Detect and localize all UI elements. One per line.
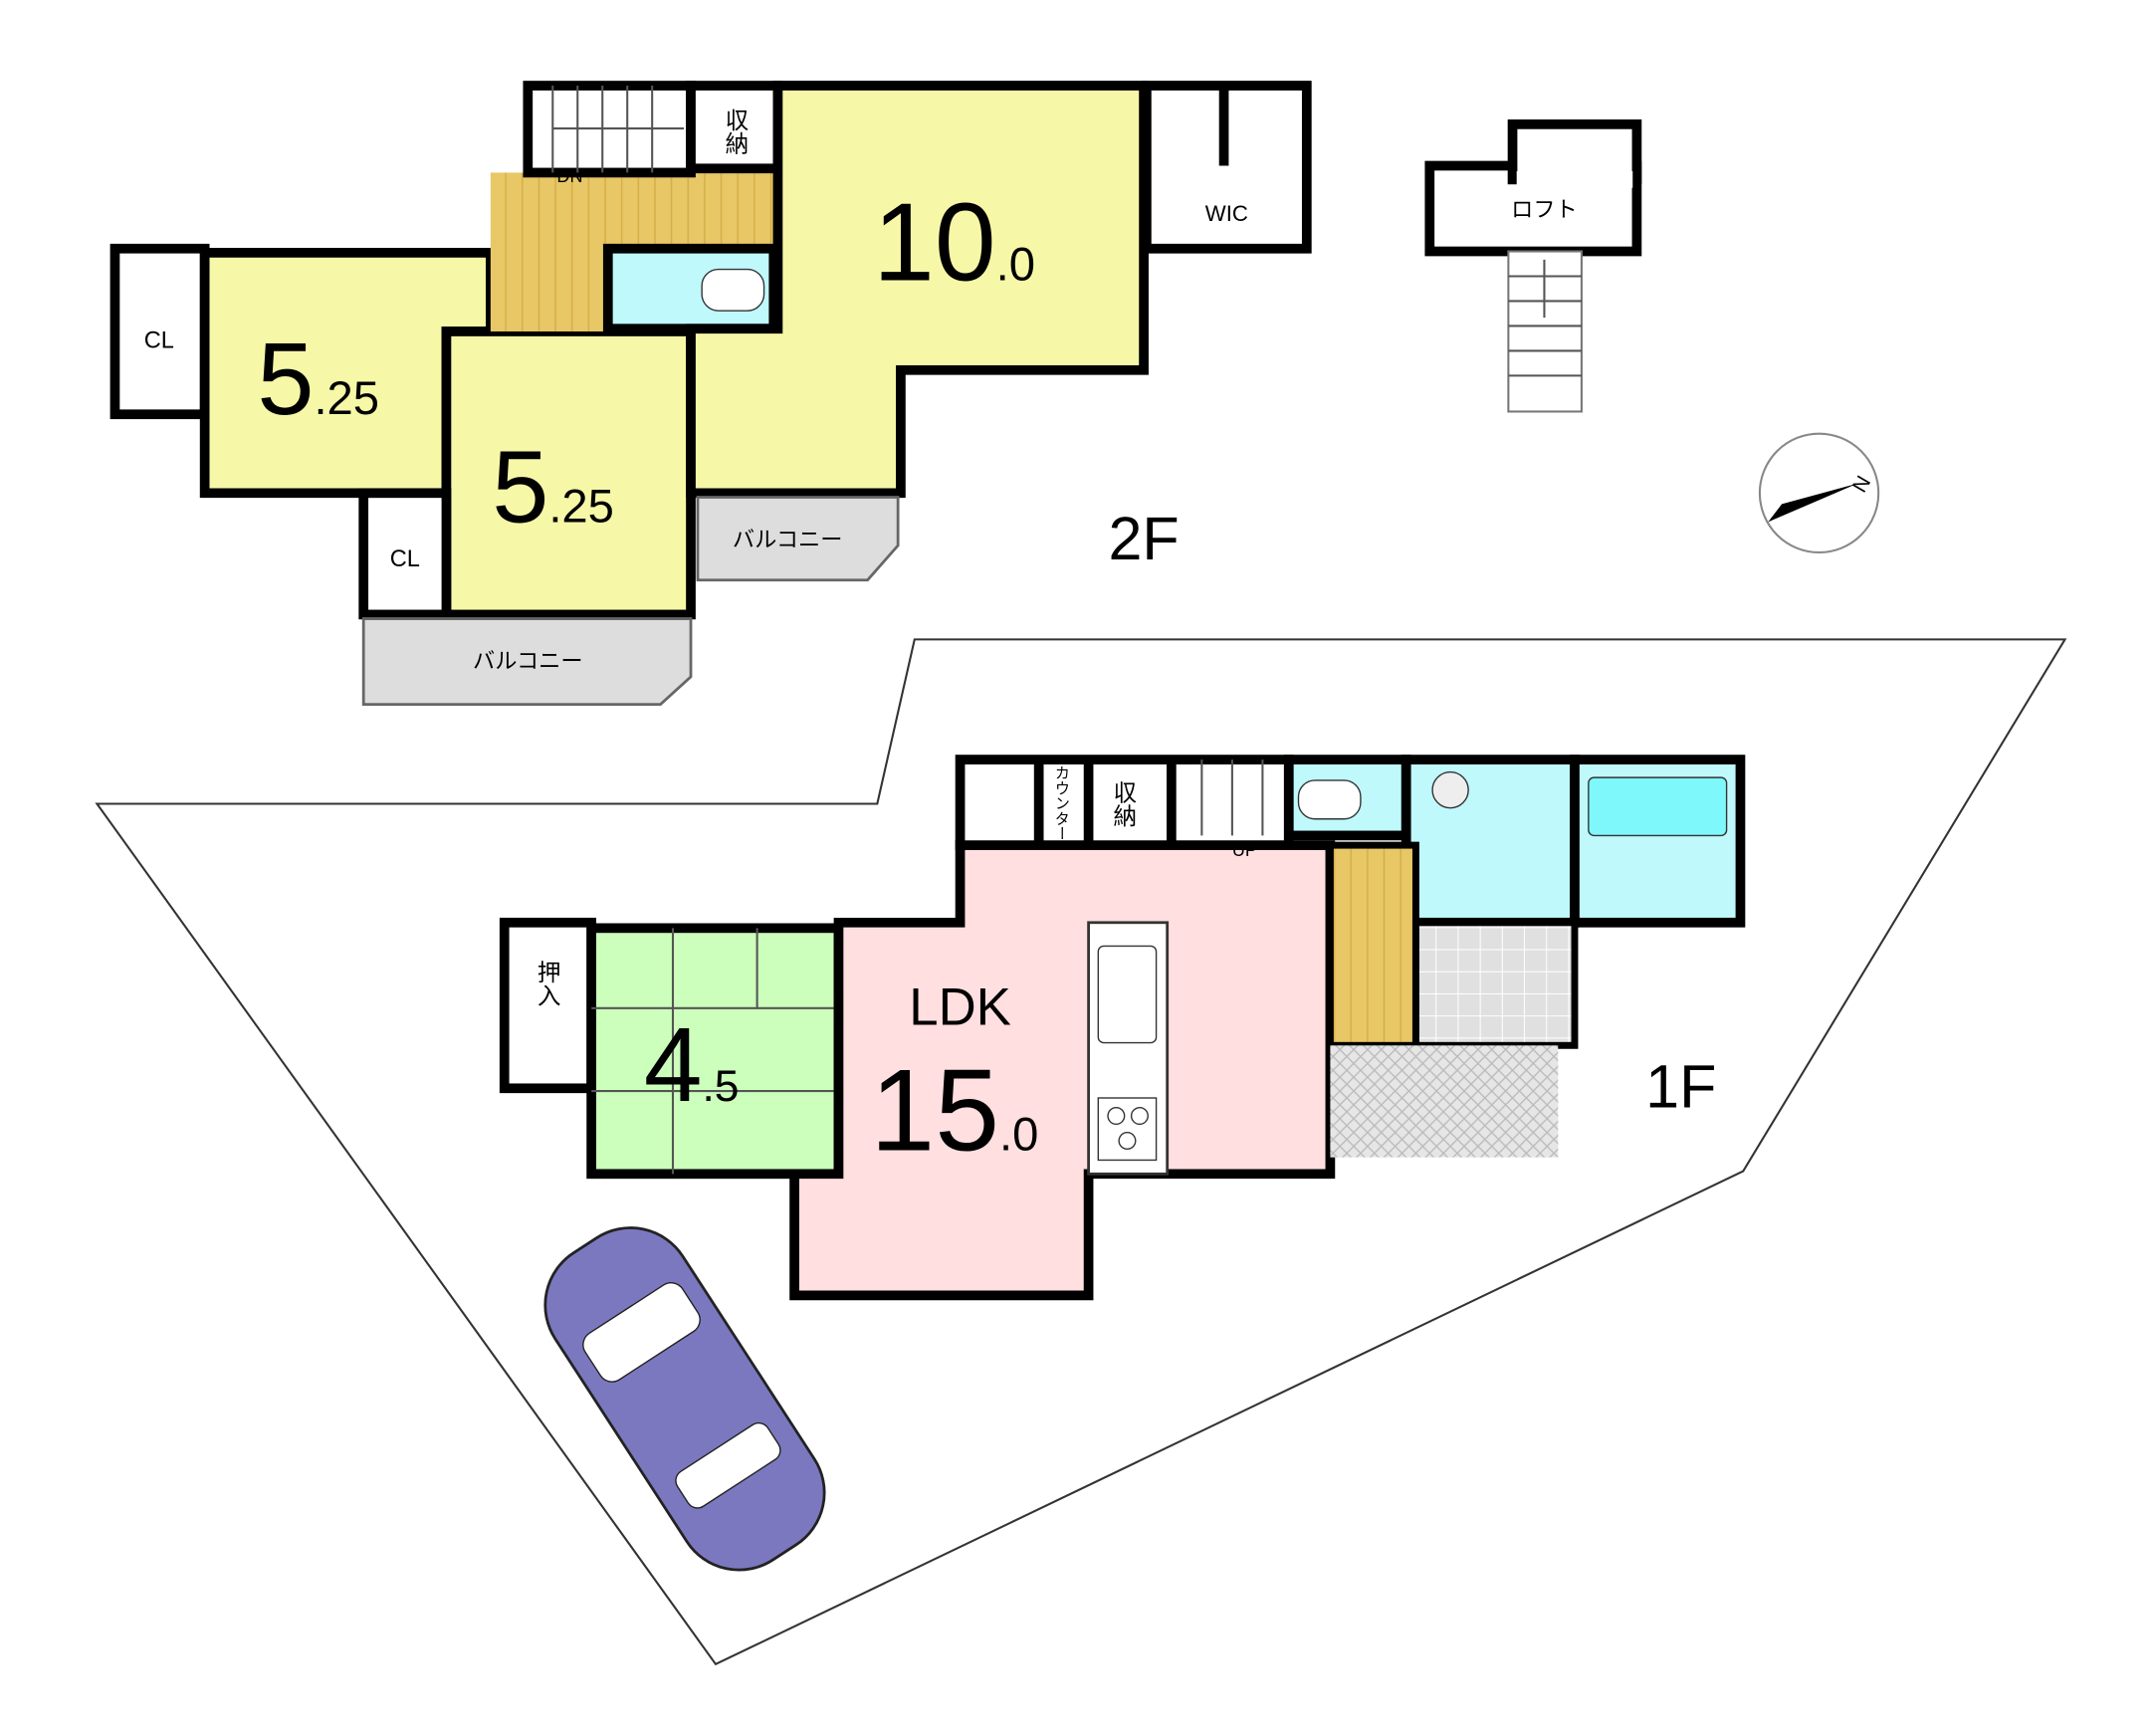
loft-label: ロフト	[1511, 197, 1578, 222]
closet-south	[358, 488, 452, 620]
floor-1: 押入 カウンター 収納 UP LDK 15.0 4.5 1F	[499, 755, 1746, 1301]
stove-icon	[1097, 1097, 1158, 1162]
balcony-1-label: バルコニー	[473, 649, 583, 674]
balcony-east	[696, 496, 900, 582]
toilet-bowl-icon	[701, 268, 765, 312]
compass-icon: N	[1758, 432, 1880, 554]
oshiire-label: 押入	[535, 960, 561, 1006]
master-size: 10.0	[873, 181, 1035, 305]
bedroom-south-size: 5.25	[492, 429, 614, 543]
floor-2-label: 2F	[1108, 505, 1179, 572]
balcony-2-label: バルコニー	[733, 527, 843, 551]
stairs-dn-label: DN	[556, 166, 582, 186]
bedroom-west-size: 5.25	[257, 322, 379, 436]
washitsu	[586, 923, 844, 1180]
closet-west	[109, 243, 210, 420]
car-icon	[543, 1226, 826, 1572]
closet-west-label: CL	[144, 327, 174, 353]
sink-icon	[1097, 945, 1158, 1044]
size-int: 5	[257, 322, 314, 436]
floor-1-label: 1F	[1645, 1053, 1716, 1121]
counter-label: カウンター	[1052, 765, 1069, 841]
size-int: 5	[492, 429, 548, 543]
stairs-up-label: UP	[1232, 840, 1257, 860]
hallway-1f	[1326, 841, 1419, 1049]
size-dec: .25	[314, 371, 379, 424]
washitsu-size: 4.5	[644, 1007, 740, 1124]
washbasin-icon	[1431, 770, 1469, 809]
bedroom-south	[441, 326, 696, 620]
balcony-south	[361, 617, 693, 706]
size-dec: .0	[996, 238, 1035, 291]
porch	[1330, 1045, 1559, 1158]
storage-2f-label: 収納	[722, 108, 749, 155]
wic-label: WIC	[1205, 201, 1248, 226]
storage-1f-label: 収納	[1110, 780, 1137, 828]
toilet-bowl-icon	[1297, 779, 1362, 820]
size-dec: .0	[999, 1108, 1038, 1161]
entrance	[1411, 919, 1579, 1049]
wic	[1142, 81, 1312, 254]
size-int: 15	[870, 1045, 999, 1176]
ldk-size: 15.0	[870, 1045, 1038, 1176]
bathtub-icon	[1588, 776, 1728, 837]
closet-south-label: CL	[390, 545, 420, 571]
size-int: 4	[644, 1007, 703, 1124]
size-dec: .5	[702, 1062, 739, 1111]
size-dec: .25	[548, 479, 614, 532]
size-int: 10	[873, 181, 995, 305]
washroom	[1401, 755, 1580, 928]
floor-2: CL CL 収納 DN WIC バルコニー バルコニー ロフト 5.25 5.2…	[109, 81, 1642, 706]
ldk-label: LDK	[909, 977, 1011, 1036]
